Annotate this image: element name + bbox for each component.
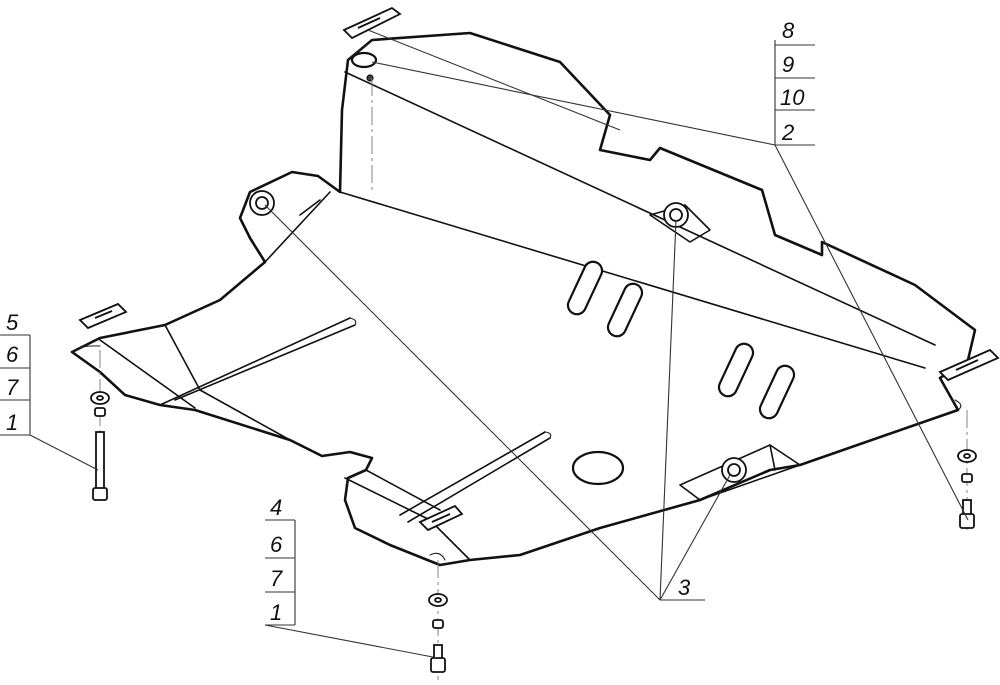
upper-left-bolt (249, 190, 275, 216)
leader-left-fastener (29, 434, 99, 471)
leader-8-9-10-2 (371, 61, 776, 146)
clip-right (938, 348, 1000, 382)
clip-bottom (418, 504, 464, 532)
right-bracket (679, 444, 801, 501)
leader-top-clip (367, 29, 621, 131)
left-rib-upper (159, 317, 351, 406)
right-fastener-stack (957, 410, 977, 530)
lower-rib-lower (407, 437, 551, 523)
leader-3-upper-left (264, 204, 661, 601)
lower-right-bolt (721, 457, 747, 483)
leader-3-upper-center (659, 219, 677, 601)
callout-10: 10 (780, 85, 805, 110)
callout-8: 8 (782, 18, 795, 43)
skid-plate-body (70, 31, 977, 567)
callout-2: 2 (781, 120, 794, 145)
callout-7-left: 7 (6, 375, 19, 400)
callout-1-bottom: 1 (270, 600, 282, 625)
bottom-fastener-stack (428, 560, 448, 680)
left-rib-lower (174, 324, 356, 401)
lower-rib-end (544, 431, 552, 439)
left-rib-end (349, 317, 357, 326)
vent-slot-1 (566, 260, 604, 316)
clip-left (78, 302, 128, 330)
vent-slot-3 (717, 342, 755, 398)
upper-flange-edge (339, 191, 926, 369)
leader-right-fastener (774, 144, 969, 521)
callout-4: 4 (270, 495, 282, 520)
callout-1-left: 1 (6, 410, 18, 435)
front-bend-line (344, 71, 936, 346)
right-front-slot (954, 399, 962, 411)
callout-3: 3 (678, 575, 691, 600)
top-mount-point (366, 74, 374, 82)
left-side-bend (264, 191, 331, 263)
left-front-slot (71, 345, 101, 353)
left-side-bend-2 (299, 199, 321, 216)
right-bracket-fold (769, 444, 776, 471)
drain-hole (571, 450, 625, 486)
lower-flange-inner (365, 469, 441, 511)
top-left-slot (350, 51, 378, 69)
vent-slot-4 (758, 364, 796, 420)
callout-7-bottom: 7 (270, 566, 283, 591)
lower-rib-upper (399, 431, 546, 516)
vent-slot-2 (606, 282, 644, 338)
leader-bottom-fastener (264, 624, 439, 659)
callout-5: 5 (6, 310, 19, 335)
callout-9: 9 (782, 52, 794, 77)
callout-6-bottom: 6 (270, 532, 283, 557)
leader-3-lower-right (659, 474, 731, 601)
left-fastener-stack (90, 350, 110, 501)
clip-top (342, 6, 402, 40)
callout-6-left: 6 (6, 342, 19, 367)
lower-front-slot (429, 552, 446, 561)
